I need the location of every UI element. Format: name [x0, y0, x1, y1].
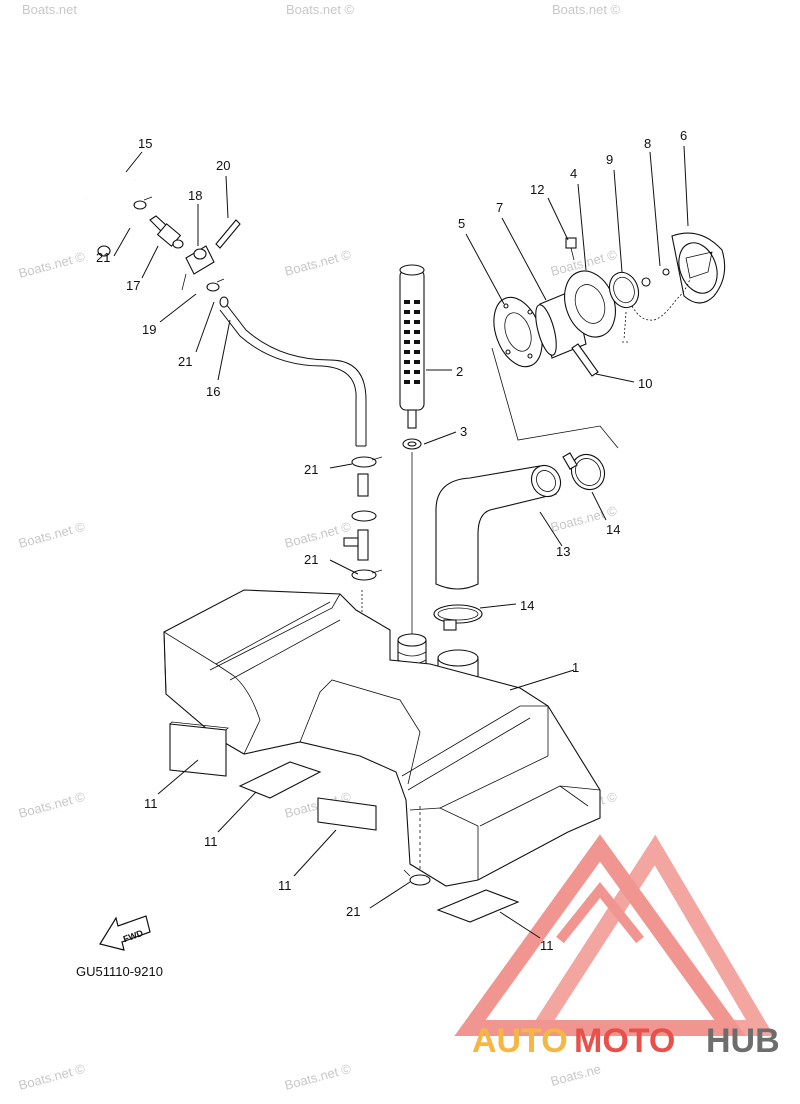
fwd-arrow-icon: FWD: [99, 915, 151, 951]
watermark: Boats.net ©: [283, 247, 353, 279]
part-21-clip-bottom: [403, 869, 431, 886]
part-21-clip-mid: [351, 456, 383, 468]
diagram-code: GU51110-9210: [76, 964, 163, 979]
callout-20: 20: [216, 158, 230, 173]
part-clip: [133, 196, 153, 210]
part-16-breather-hose: [219, 296, 367, 447]
part-9-gasket: [608, 271, 640, 309]
callout-14: 14: [520, 598, 534, 613]
watermark: Boats.net ©: [17, 519, 87, 551]
part-3-grommet: [402, 438, 422, 450]
callout-21: 21: [346, 904, 360, 919]
callout-6: 6: [680, 128, 687, 143]
watermark: Boats.net ©: [552, 2, 621, 17]
part-fitting-mid: [357, 473, 369, 497]
callout-21: 21: [304, 462, 318, 477]
callout-21: 21: [304, 552, 318, 567]
part-14-clamp-lower: [433, 604, 483, 631]
part-17-valve: [149, 215, 184, 249]
part-tee-fitting: [343, 529, 369, 561]
callout-13: 13: [556, 544, 570, 559]
part-10-drain-nipple: [571, 343, 599, 377]
watermark: Boats.net ©: [283, 519, 353, 551]
callout-21: 21: [178, 354, 192, 369]
part-15-hose-bend: [76, 158, 141, 202]
brand-part-hub: HUB: [706, 1022, 780, 1060]
brand-wordmark: AUTO MOTO HUB: [472, 1022, 780, 1060]
callout-11: 11: [144, 796, 158, 811]
part-11-pad-3: [317, 797, 377, 831]
callout-9: 9: [606, 152, 613, 167]
watermark: Boats.net ©: [17, 789, 87, 821]
part-12-screw: [565, 237, 577, 261]
callout-12: 12: [530, 182, 544, 197]
callout-1: 1: [572, 660, 579, 675]
callout-11: 11: [204, 834, 218, 849]
watermark: Boats.net: [22, 2, 77, 17]
callout-5: 5: [458, 216, 465, 231]
part-6-filler-cap: [671, 232, 726, 304]
callout-4: 4: [570, 166, 577, 181]
part-11-pad-1: [169, 721, 229, 777]
callout-10: 10: [638, 376, 652, 391]
callout-7: 7: [496, 200, 503, 215]
part-11-pad-2: [238, 761, 322, 799]
watermark: Boats.net ©: [17, 1061, 87, 1093]
callout-17: 17: [126, 278, 140, 293]
brand-part-auto: AUTO: [472, 1022, 568, 1060]
part-1-fuel-tank: [163, 589, 601, 887]
part-21-clip-lower: [351, 569, 383, 581]
part-14-clamp-upper: [562, 452, 606, 491]
callout-11: 11: [278, 878, 292, 893]
part-13-filler-hose: [435, 464, 562, 590]
callout-2: 2: [456, 364, 463, 379]
part-20-fitting: [215, 219, 241, 249]
callout-3: 3: [460, 424, 467, 439]
brand-logo-mark: [454, 834, 775, 1036]
callout-11: 11: [540, 938, 554, 953]
watermark: Boats.ne: [549, 1061, 602, 1089]
callout-19: 19: [142, 322, 156, 337]
callout-21: 21: [96, 250, 110, 265]
callout-8: 8: [644, 136, 651, 151]
watermark: Boats.net ©: [17, 249, 87, 281]
callout-15: 15: [138, 136, 152, 151]
watermark: Boats.net ©: [283, 1061, 353, 1093]
part-19-clip: [206, 278, 225, 292]
callout-labels: 15 21 17 18 20 19 21 16 2 3 21 21 14 1 1…: [96, 128, 687, 953]
callout-18: 18: [188, 188, 202, 203]
leader-lines: [113, 145, 689, 939]
brand-part-moto: MOTO: [574, 1022, 675, 1060]
part-8-screw: [641, 268, 670, 287]
part-clip-mid2: [351, 510, 377, 522]
part-cap-chain: [622, 277, 691, 343]
part-21-clip-top-left: [97, 245, 111, 257]
part-11-pad-4: [436, 889, 520, 923]
watermark: Boats.net ©: [286, 2, 355, 17]
callout-16: 16: [206, 384, 220, 399]
callout-14: 14: [606, 522, 620, 537]
part-2-filter: [399, 264, 425, 429]
part-18-joint: [181, 245, 215, 291]
